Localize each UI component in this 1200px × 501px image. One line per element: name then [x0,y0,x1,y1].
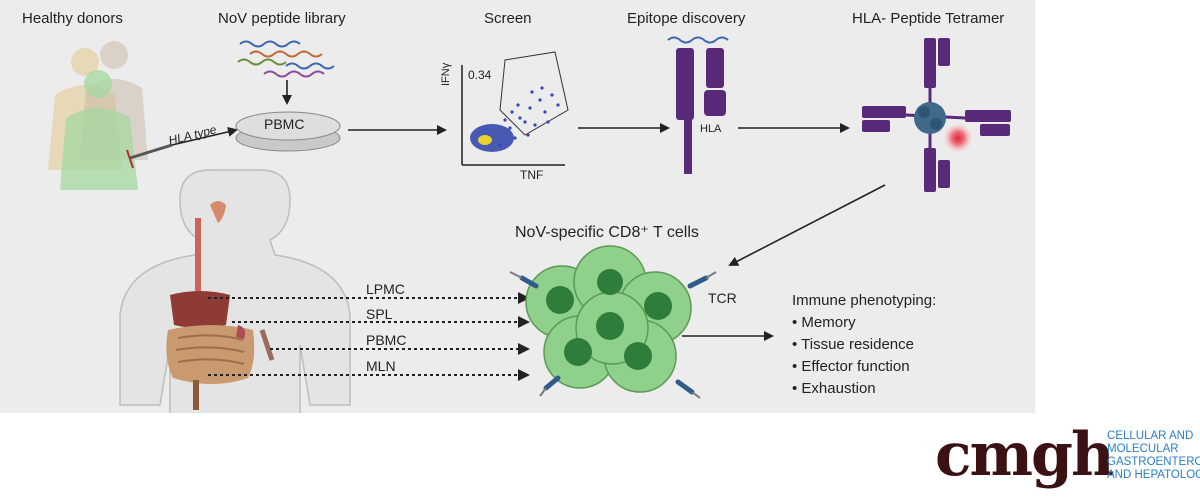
label-peptide-library: NoV peptide library [218,10,346,27]
label-pbmc-dish: PBMC [264,116,305,132]
phenotyping-item: • Tissue residence [792,336,914,353]
flow-percent: 0.34 [468,68,492,82]
label-tissue-lpmc: LPMC [366,281,405,297]
diagram-panel: Healthy donors NoV peptide library Scree… [0,0,1035,413]
label-cells-title: NoV-specific CD8⁺ T cells [515,224,699,241]
label-tissue-pbmc: PBMC [366,332,407,348]
human-body-icon [119,169,351,413]
tissue-arrows [208,297,518,376]
journal-name: Cellular and Molecular Gastroenterology … [1107,430,1200,482]
hla-molecule-icon [667,36,729,174]
label-tetramer: HLA- Peptide Tetramer [852,10,1005,27]
label-screen: Screen [484,10,532,27]
flow-y-axis-label: IFNγ [440,62,452,86]
label-tcr: TCR [708,290,737,306]
phenotyping-title: Immune phenotyping: [792,292,937,309]
journal-name-line: and Hepatology [1107,469,1200,481]
phenotyping-item: • Memory [792,314,856,331]
label-epitope-discovery: Epitope discovery [627,10,746,27]
journal-name-line: Gastroenterology [1107,456,1200,468]
journal-name-line: Molecular [1107,443,1179,455]
diagram-graphics [48,36,1011,413]
t-cell-cluster-icon [509,245,717,399]
syringe-icon [126,143,173,169]
label-hla: HLA [700,123,722,135]
pbmc-dish-icon [235,111,341,152]
label-tissue-mln: MLN [366,358,396,374]
phenotyping-item: • Effector function [792,358,910,375]
peptide-library-icon [237,40,335,78]
phenotyping-list: Immune phenotyping: • Memory • Tissue re… [792,290,936,400]
flow-x-axis-label: TNF [520,168,544,182]
flow-plot [461,51,569,166]
label-tissue-spl: SPL [366,306,393,322]
donor-figures-icon [48,41,148,190]
phenotyping-item: • Exhaustion [792,380,876,397]
label-healthy-donors: Healthy donors [22,10,123,27]
tetramer-icon [862,38,1011,192]
journal-name-line: Cellular and [1107,430,1194,442]
journal-logo: cmgh [935,420,1115,490]
